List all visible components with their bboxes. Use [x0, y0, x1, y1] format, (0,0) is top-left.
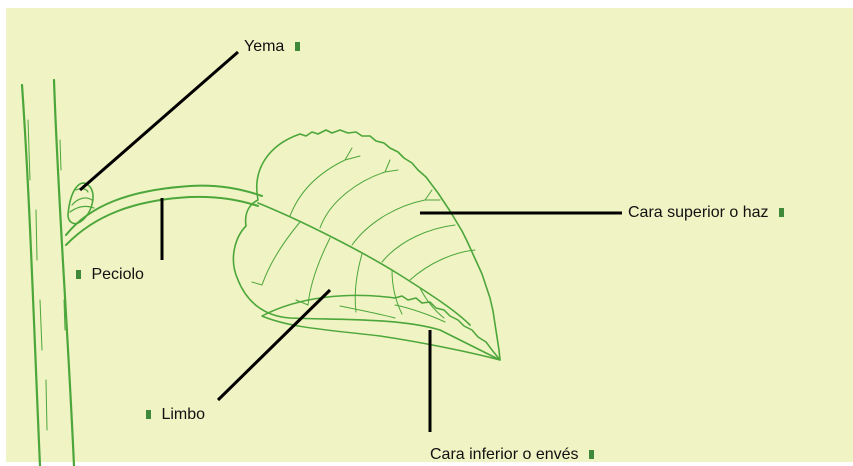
- label-marker-icon: [76, 270, 81, 279]
- label-marker-icon: [589, 450, 594, 459]
- label-marker-icon: [779, 208, 784, 217]
- leaf-midrib: [258, 203, 470, 325]
- petiole-upper: [66, 186, 262, 235]
- label-limbo-text: Limbo: [161, 406, 205, 423]
- stem-texture: [28, 120, 65, 430]
- label-cara-inferior-text: Cara inferior o envés: [430, 446, 579, 463]
- leaf-blade-outline: [233, 130, 500, 360]
- leaf-underside-fold: [262, 295, 500, 360]
- label-marker-icon: [146, 410, 151, 419]
- pointer-limbo: [218, 290, 330, 400]
- label-peciolo-text: Peciolo: [91, 266, 143, 283]
- pointer-yema: [80, 52, 238, 190]
- stem-inner-edge: [54, 80, 74, 466]
- label-limbo: Limbo: [146, 406, 205, 424]
- label-yema: Yema: [244, 38, 300, 56]
- label-cara-inferior: Cara inferior o envés: [430, 446, 594, 464]
- label-peciolo: Peciolo: [76, 266, 144, 284]
- label-yema-text: Yema: [244, 38, 284, 55]
- stem: [22, 85, 40, 466]
- label-cara-superior-text: Cara superior o haz: [628, 204, 769, 221]
- label-marker-icon: [295, 42, 300, 51]
- label-cara-superior: Cara superior o haz: [628, 204, 784, 222]
